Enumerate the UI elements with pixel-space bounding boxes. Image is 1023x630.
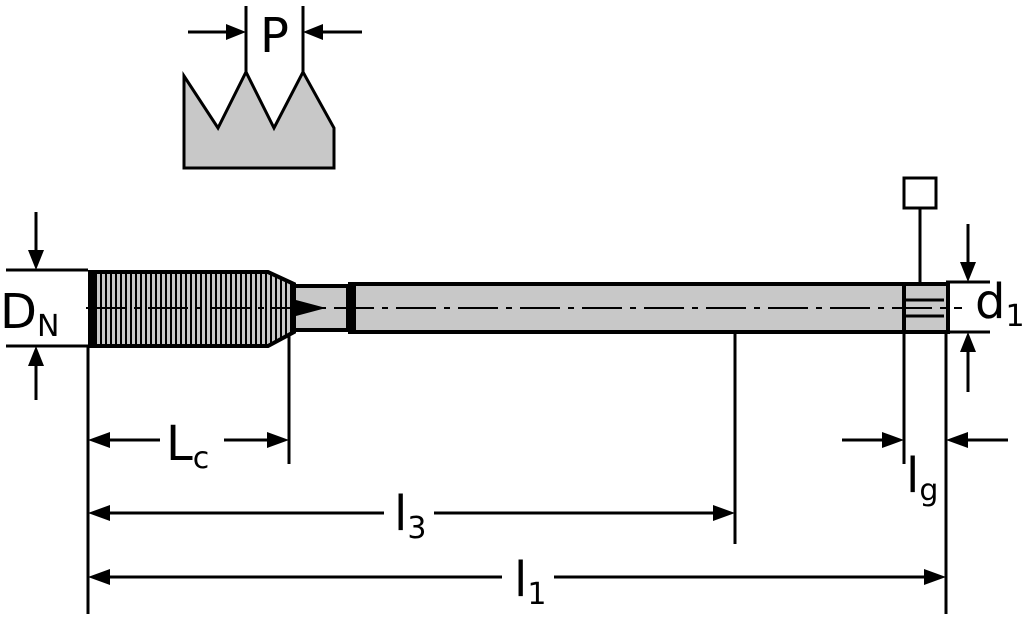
dimension-d1: d1 [946,224,1023,392]
dn-label: DN [0,284,59,344]
lc-arrow-right-icon [267,432,289,448]
lg-arrow-right-icon [882,432,904,448]
square-icon [902,176,938,210]
dimension-l1: l1 [88,552,946,612]
l1-arrow-left-icon [88,569,110,585]
d1-arrow-down-icon [960,262,976,282]
lc-arrow-left-icon [88,432,110,448]
thread-profile-shape [182,68,336,170]
l3-arrow-right-icon [713,505,735,521]
lg-arrow-left-icon [946,432,968,448]
dn-arrow-up-icon [28,346,44,366]
pitch-label: P [260,8,289,64]
l1-label: l1 [514,552,546,612]
dimension-lg: lg [842,432,1008,508]
dimension-lc: Lc [88,416,289,476]
lc-label: Lc [166,416,209,476]
d1-arrow-up-icon [960,332,976,352]
l1-arrow-right-icon [924,569,946,585]
pitch-arrow-right-icon [303,24,323,40]
dn-arrow-down-icon [28,250,44,270]
tap-body [86,270,962,348]
l3-label: l3 [394,486,426,546]
lg-label: lg [906,448,938,508]
dimension-l3: l3 [88,486,735,546]
thread-profile-detail: P [182,6,362,170]
d1-label: d1 [975,274,1023,334]
l3-arrow-left-icon [88,505,110,521]
dimension-dn: DN [0,212,88,400]
pitch-arrow-left-icon [226,24,246,40]
square-symbol [902,176,938,284]
